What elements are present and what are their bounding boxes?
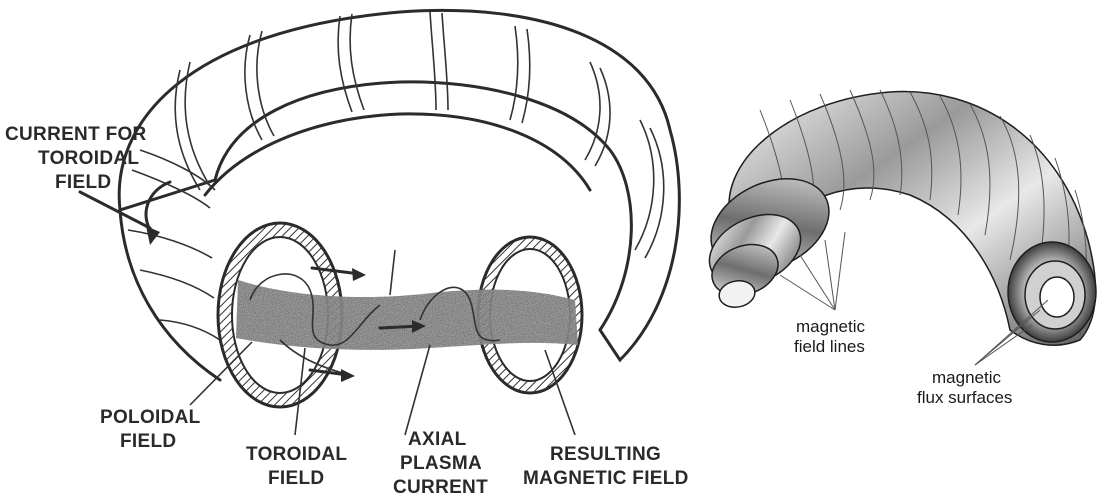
label-poloidal-line2: FIELD: [120, 431, 176, 452]
label-poloidal-line1: POLOIDAL: [100, 407, 201, 428]
label-field-lines-line2: field lines: [794, 337, 865, 356]
toroidal-field-coils: [128, 12, 664, 340]
label-toroidal-line1: TOROIDAL: [246, 444, 347, 465]
label-resulting-line1: RESULTING: [550, 444, 661, 465]
flux-surfaces-diagram: magnetic field lines magnetic flux surfa…: [696, 90, 1096, 407]
label-flux-surfaces-line1: magnetic: [932, 368, 1001, 387]
right-open-end: [1008, 242, 1096, 342]
label-toroidal-line2: FIELD: [268, 468, 324, 489]
label-flux-surfaces-line2: flux surfaces: [917, 388, 1012, 407]
label-current-toroidal-line3: FIELD: [55, 172, 111, 193]
tokamak-diagram: CURRENT FOR TOROIDAL FIELD POLOIDAL FIEL…: [5, 10, 689, 498]
label-axial-line1: AXIAL: [408, 429, 467, 450]
label-resulting-line2: MAGNETIC FIELD: [523, 468, 689, 489]
label-axial-line2: PLASMA: [400, 453, 482, 474]
label-current-toroidal-line2: TOROIDAL: [38, 148, 139, 169]
label-field-lines-line1: magnetic: [796, 317, 865, 336]
label-current-toroidal-line1: CURRENT FOR: [5, 124, 147, 145]
label-axial-line3: CURRENT: [393, 477, 488, 498]
current-direction-arrow: [146, 182, 170, 230]
